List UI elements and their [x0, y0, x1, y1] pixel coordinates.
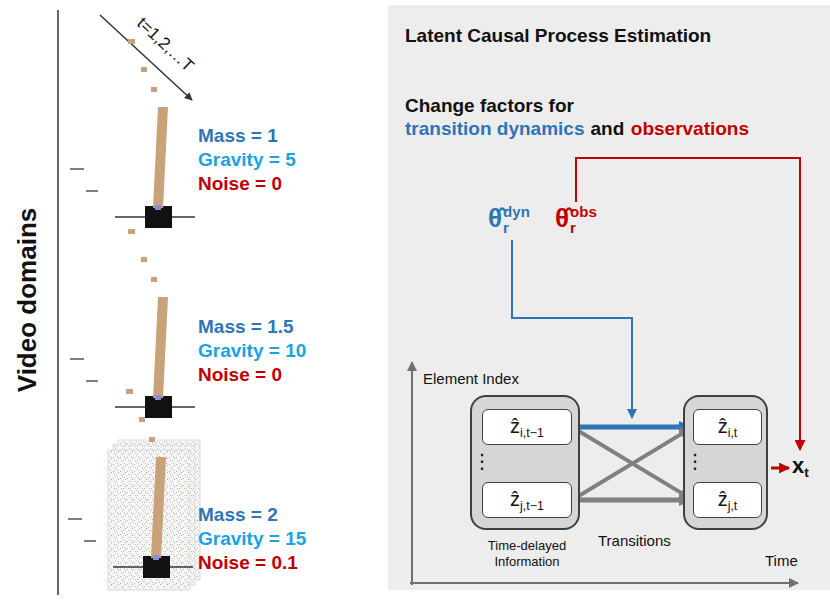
noise-value: Noise = 0: [198, 364, 282, 387]
subscript: r: [570, 220, 597, 236]
cartpole-figure: [68, 389, 193, 578]
axis-label: Element Index: [423, 370, 519, 388]
dynamics-factor-holder: θ̂rdyn: [488, 203, 530, 236]
superscript: obs: [570, 204, 597, 220]
gravity-value-holder: Gravity = 15: [198, 528, 306, 551]
axis-label-holder: Time: [765, 552, 798, 570]
symbol-scripts: robs: [570, 204, 597, 236]
latent-variable: ẑj,t−1: [510, 487, 544, 514]
symbol-base: θ̂: [555, 203, 569, 233]
latent-variable-box: ẑj,t−1: [482, 482, 572, 518]
observations-phrase: observations: [631, 118, 749, 141]
superscript: dyn: [503, 204, 530, 220]
panel-subheading: Change factors for: [405, 95, 574, 118]
gravity-value-holder: Gravity = 5: [198, 149, 296, 172]
latent-variable-holder: ẑj,t−1: [483, 483, 571, 517]
element-axis: [411, 362, 413, 585]
noise-value-holder: Noise = 0.1: [198, 552, 298, 575]
latent-variable-holder: ẑi,t−1: [483, 410, 571, 444]
dynamics-phrase-holder: transition dynamics: [405, 118, 585, 141]
ellipsis-holder: ⋮: [685, 449, 766, 473]
panel-heading-holder: Latent Causal Process Estimation: [405, 25, 711, 48]
latent-variable-box: ẑj,t: [693, 482, 762, 518]
divider-line: [57, 10, 59, 595]
mass-value-holder: Mass = 1.5: [198, 316, 294, 339]
symbol-base: ẑ: [718, 415, 728, 437]
time-label: t=1,2,…T: [132, 14, 197, 77]
mass-value: Mass = 2: [198, 504, 278, 527]
symbol-scripts: rdyn: [503, 204, 530, 236]
gravity-value: Gravity = 15: [198, 528, 306, 551]
subscript: i,t−1: [520, 425, 544, 439]
observation-factor: θ̂robs: [555, 203, 597, 236]
estimation-panel: Latent Causal Process EstimationChange f…: [388, 5, 830, 590]
noise-value: Noise = 0: [198, 173, 282, 196]
observations-phrase-holder: observations: [631, 118, 749, 141]
group-caption-holder: Time-delayed Information: [467, 538, 587, 569]
observation-variable-holder: xt: [792, 453, 809, 481]
mass-value: Mass = 1: [198, 125, 278, 148]
time-axis: [410, 582, 798, 584]
dynamics-factor: θ̂rdyn: [488, 203, 530, 236]
noise-value-holder: Noise = 0: [198, 364, 282, 387]
subscript: j,t: [728, 498, 738, 512]
axis-title: Video domains: [12, 208, 43, 392]
dynamics-leader: [512, 240, 632, 418]
latent-variable: ẑi,t: [718, 414, 738, 441]
axis-label: Time: [765, 552, 798, 570]
ellipsis-holder: ⋮: [472, 449, 578, 473]
transition-label: Transitions: [598, 532, 671, 550]
gravity-value: Gravity = 5: [198, 149, 296, 172]
symbol-base: x: [792, 453, 804, 478]
conjunction-holder: and: [591, 118, 625, 141]
symbol-base: ẑ: [510, 415, 520, 437]
observation-variable: xt: [792, 453, 809, 481]
gravity-value-holder: Gravity = 10: [198, 340, 306, 363]
transition-arrow: [572, 427, 686, 496]
mass-value-holder: Mass = 2: [198, 504, 278, 527]
latent-variable-holder: ẑj,t: [694, 483, 761, 517]
latent-group-box: ⋮ẑi,tẑj,t: [683, 395, 768, 530]
group-caption: Time-delayed Information: [467, 538, 587, 569]
subscript: t: [804, 465, 809, 480]
panel-subheading-holder: Change factors for: [405, 95, 574, 118]
subscript: i,t: [728, 425, 738, 439]
ellipsis: ⋮: [472, 449, 578, 473]
ellipsis: ⋮: [685, 449, 766, 473]
subscript: j,t−1: [520, 498, 544, 512]
symbol-base: ẑ: [718, 488, 728, 510]
transition-arrow: [572, 431, 686, 500]
transition-arrow: [572, 498, 685, 503]
dynamics-phrase: transition dynamics: [405, 118, 585, 141]
latent-group-box: ⋮Time-delayed Informationẑi,t−1ẑj,t−1: [470, 395, 580, 530]
observation-factor-holder: θ̂robs: [555, 203, 597, 236]
latent-variable-holder: ẑi,t: [694, 410, 761, 444]
axis-title-holder: Video domains: [12, 208, 43, 392]
axis-label-holder: Element Index: [423, 370, 519, 388]
noise-value-holder: Noise = 0: [198, 173, 282, 196]
symbol-base: θ̂: [488, 203, 502, 233]
gravity-value: Gravity = 10: [198, 340, 306, 363]
noise-value: Noise = 0.1: [198, 552, 298, 575]
transition-arrow: [572, 425, 685, 430]
latent-variable-box: ẑi,t−1: [482, 409, 572, 445]
conjunction: and: [591, 118, 625, 141]
emission-arrow: [771, 467, 789, 470]
latent-variable-box: ẑi,t: [693, 409, 762, 445]
mass-value: Mass = 1.5: [198, 316, 294, 339]
panel-heading: Latent Causal Process Estimation: [405, 25, 711, 48]
mass-value-holder: Mass = 1: [198, 125, 278, 148]
time-label-holder: t=1,2,…T: [132, 14, 197, 77]
symbol-base: ẑ: [510, 488, 520, 510]
latent-variable: ẑj,t: [718, 487, 738, 514]
latent-variable: ẑi,t−1: [510, 414, 544, 441]
subscript: r: [503, 220, 530, 236]
transition-label-holder: Transitions: [598, 532, 671, 550]
